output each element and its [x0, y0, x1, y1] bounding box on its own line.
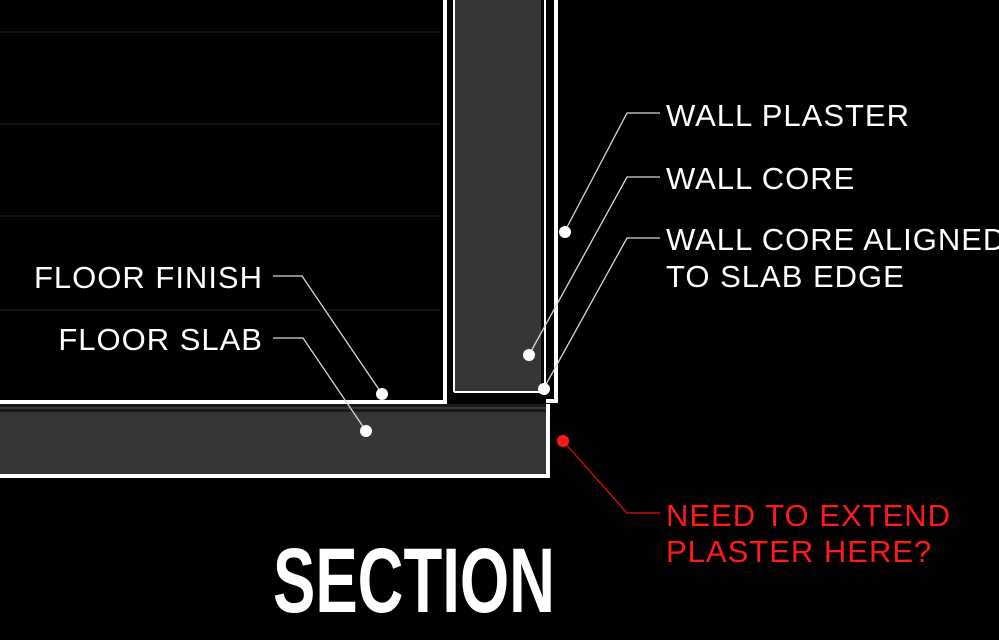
leader-wall-plaster: [564, 112, 660, 232]
label-wall-core-aligned-line1: WALL CORE ALIGNED: [666, 222, 999, 257]
leader-question: [562, 440, 660, 514]
label-wall-core-aligned-line2: TO SLAB EDGE: [666, 259, 905, 294]
dot-wall-core: [523, 349, 535, 361]
section-title: SECTION: [273, 530, 555, 632]
leader-floor-finish: [273, 275, 383, 395]
reference-lines: [0, 31, 440, 311]
leader-floor-slab: [273, 337, 367, 432]
label-question-line1: NEED TO EXTEND: [666, 498, 951, 533]
dot-question: [557, 435, 569, 447]
floor-slab-outline: [0, 404, 550, 478]
dot-floor-slab: [360, 425, 372, 437]
dot-wall-plaster: [559, 226, 571, 238]
label-floor-finish: FLOOR FINISH: [34, 260, 263, 295]
dot-floor-finish: [376, 388, 388, 400]
leader-wall-core-aligned: [543, 237, 660, 389]
label-wall-core: WALL CORE: [666, 161, 855, 196]
label-question-line2: PLASTER HERE?: [666, 534, 932, 569]
label-wall-plaster: WALL PLASTER: [666, 98, 910, 133]
wall-core: [455, 0, 541, 392]
label-floor-slab: FLOOR SLAB: [58, 322, 263, 357]
dot-wall-core-aligned: [538, 383, 550, 395]
leader-wall-core: [528, 176, 660, 356]
wall-outer-outline: [546, 0, 558, 403]
floor-slab-core: [0, 412, 546, 474]
wall-plaster-outline: [0, 0, 447, 404]
